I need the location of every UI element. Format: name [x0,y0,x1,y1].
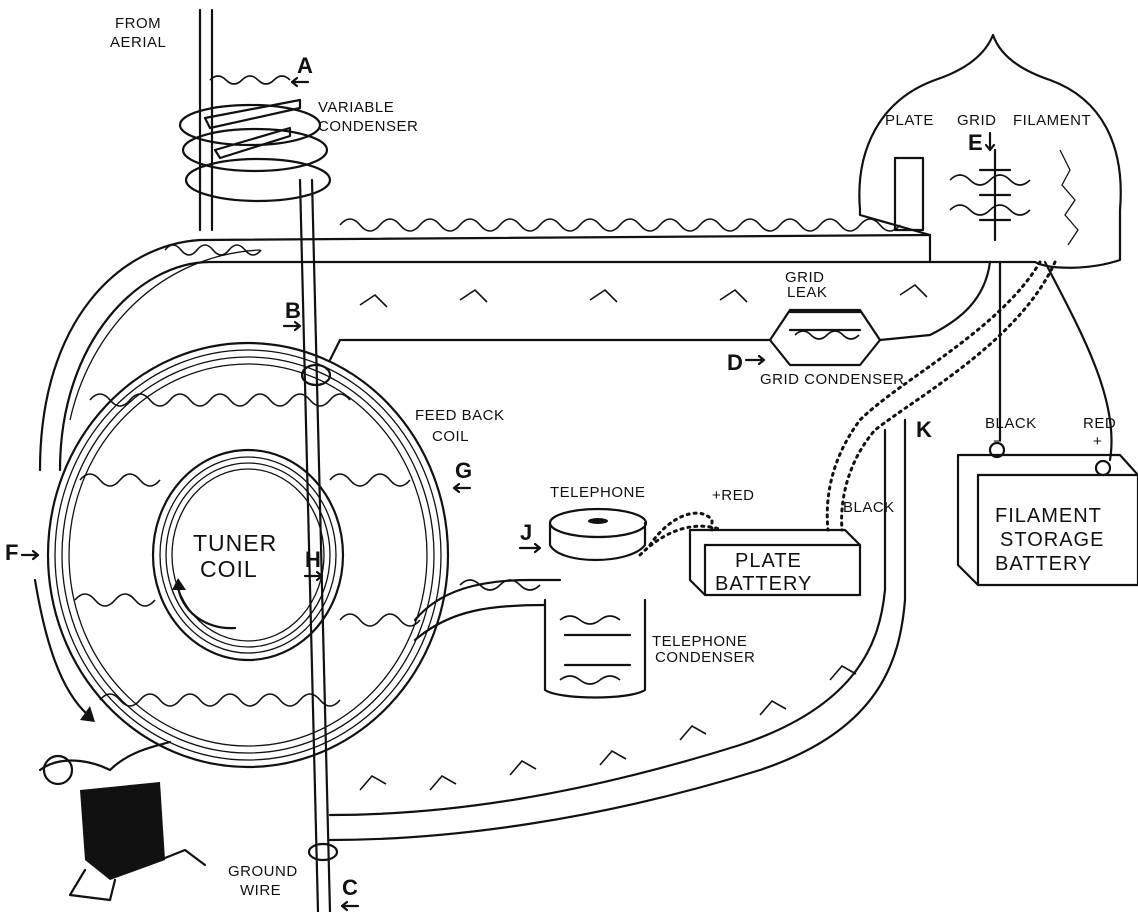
marker-e: E [968,130,994,155]
filament-battery-line1: FILAMENT [995,505,1102,527]
tuner-coil-line2: COIL [200,556,258,582]
label-filament-plus: + [1093,433,1102,450]
label-variable-condenser: VARIABLE CONDENSER [318,99,418,135]
variable-condenser-line2: CONDENSER [318,118,418,135]
feed-back-coil-line2: COIL [432,428,469,445]
wizard-figure [40,742,205,900]
marker-c: C [342,875,358,910]
marker-k: K [916,417,932,442]
telephone-shape [550,509,646,560]
marker-b-letter: B [285,298,301,323]
tuner-coil-line1: TUNER [193,530,277,556]
label-filament: FILAMENT [1013,112,1091,129]
label-filament-storage-battery: FILAMENT STORAGE BATTERY [995,505,1104,575]
crowd-texture [75,76,1030,790]
ground-wire-line1: GROUND [228,863,298,880]
label-telephone: TELEPHONE [550,484,645,501]
label-telephone-condenser: TELEPHONE CONDENSER [652,633,755,666]
label-ground-wire: GROUND WIRE [228,863,298,899]
from-aerial-line2: AERIAL [110,34,166,51]
marker-a: A [292,53,313,86]
label-plate-black: BLACK [843,499,895,516]
marker-f: F [5,540,38,565]
marker-a-letter: A [297,53,313,78]
lower-return-loop [330,420,905,840]
marker-e-letter: E [968,130,983,155]
from-aerial-line1: FROM [115,15,161,32]
telephone-condenser-line1: TELEPHONE [652,633,747,650]
label-filament-red: RED [1083,415,1116,432]
label-filament-black: BLACK [985,415,1037,432]
label-filament-minus: − [993,433,1002,450]
marker-d-letter: D [727,350,743,375]
label-plate: PLATE [885,112,934,129]
marker-h: H [305,547,322,580]
label-tuner-coil: TUNER COIL [193,530,277,582]
label-plate-battery: PLATE BATTERY [715,550,812,595]
marker-c-letter: C [342,875,358,900]
marker-j-letter: J [520,520,532,545]
grid-leak-line2: LEAK [787,284,827,301]
label-grid-condenser: GRID CONDENSER [760,371,905,388]
feed-back-coil-line1: FEED BACK [415,407,505,424]
grid-wire [330,262,990,360]
variable-condenser-line1: VARIABLE [318,99,394,116]
marker-h-letter: H [305,547,321,572]
vacuum-tube [859,35,1120,268]
marker-g-letter: G [455,458,472,483]
variable-condenser-plates [180,100,330,201]
label-from-aerial: FROM AERIAL [110,15,166,51]
filament-battery-line3: BATTERY [995,553,1092,575]
marker-g: G [454,458,472,492]
marker-d: D [727,350,764,375]
marker-f-letter: F [5,540,18,565]
label-plate-plus-red: +RED [712,487,754,504]
telephone-condenser-line2: CONDENSER [655,649,755,666]
label-grid: GRID [957,112,997,129]
label-feed-back-coil: FEED BACK COIL [415,407,505,445]
marker-j: J [520,520,540,552]
plate-battery-line2: BATTERY [715,573,812,595]
marker-b: B [284,298,301,330]
marker-k-letter: K [916,417,932,442]
ground-wire-line2: WIRE [240,882,281,899]
filament-battery-line2: STORAGE [1000,529,1104,551]
label-grid-leak: GRID LEAK [785,269,827,301]
plate-battery-line1: PLATE [735,550,802,572]
